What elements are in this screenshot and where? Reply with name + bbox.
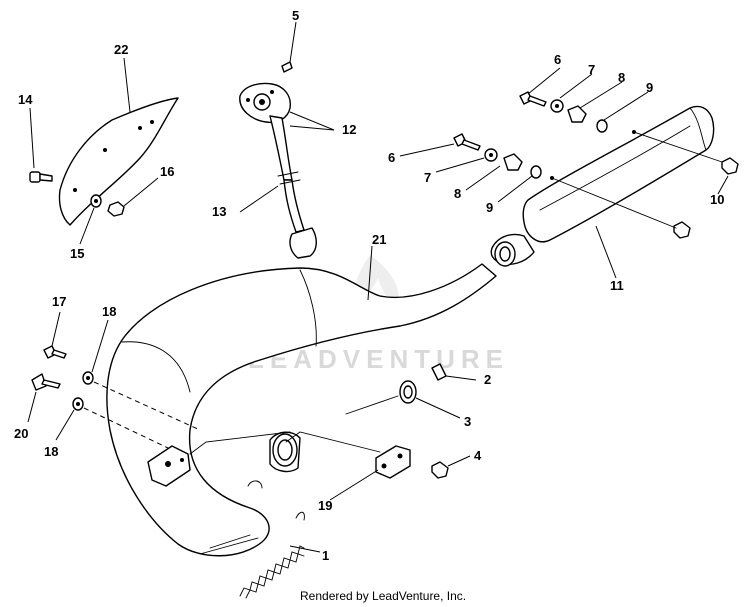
callout-10: 10 (710, 192, 724, 207)
rubber-mount-13 (289, 227, 317, 259)
callout-4: 4 (474, 448, 482, 463)
grommet-8-lower (503, 153, 523, 171)
nut-10-upper (721, 157, 739, 175)
callout-16: 16 (160, 164, 174, 179)
callout-labels: 5 22 14 15 16 13 12 21 6 7 8 9 6 7 8 9 1… (14, 8, 724, 563)
leadventure-flame-logo (355, 255, 400, 322)
leader-lines (27, 21, 729, 553)
callout-8-upper: 8 (618, 70, 625, 85)
left-mount-hardware (31, 345, 94, 411)
callout-15: 15 (70, 246, 84, 261)
callout-6-lower: 6 (388, 150, 395, 165)
collar-9-lower (530, 165, 542, 179)
bolt-20 (31, 373, 47, 391)
callout-11: 11 (610, 278, 624, 293)
callout-1: 1 (322, 548, 329, 563)
spring-1 (239, 480, 305, 599)
heat-shield (58, 97, 179, 226)
callout-21: 21 (372, 232, 386, 247)
callout-14: 14 (18, 92, 33, 107)
callout-3: 3 (464, 414, 471, 429)
callout-17: 17 (52, 294, 66, 309)
collar-9-upper (596, 119, 608, 133)
dashed-line-lower (83, 407, 169, 449)
silencer-upper-hardware (519, 91, 608, 133)
callout-22: 22 (114, 42, 128, 57)
expansion-chamber-21 (106, 263, 497, 557)
nut-16 (107, 201, 125, 217)
callout-8-lower: 8 (454, 186, 461, 201)
grommet-8-upper (567, 105, 587, 123)
expansion-chamber-body (106, 263, 497, 557)
bracket-19 (375, 445, 411, 479)
callout-9-lower: 9 (486, 200, 493, 215)
nut-4 (431, 461, 449, 479)
callout-9-upper: 9 (646, 80, 653, 95)
nut-10-lower (673, 221, 691, 239)
callout-20: 20 (14, 426, 28, 441)
callout-18-lower: 18 (44, 444, 58, 459)
silencer-lower-hardware (453, 133, 542, 179)
callout-7-lower: 7 (424, 170, 431, 185)
bolt-14 (29, 171, 53, 183)
screw-5 (281, 61, 293, 73)
rendered-by-footer: Rendered by LeadVenture, Inc. (300, 589, 466, 603)
mount-bracket-assembly (239, 61, 317, 259)
callout-13: 13 (212, 204, 226, 219)
silencer-11 (490, 105, 715, 267)
silencer-body (522, 105, 715, 243)
callout-18-upper: 18 (102, 304, 116, 319)
dashed-line-upper (93, 381, 201, 431)
callout-12: 12 (342, 122, 356, 137)
callout-19: 19 (318, 498, 332, 513)
callout-7-upper: 7 (588, 62, 595, 77)
callout-2: 2 (484, 372, 491, 387)
callout-5: 5 (292, 8, 299, 23)
callout-6-upper: 6 (554, 52, 561, 67)
heat-shield-assembly (29, 97, 179, 226)
